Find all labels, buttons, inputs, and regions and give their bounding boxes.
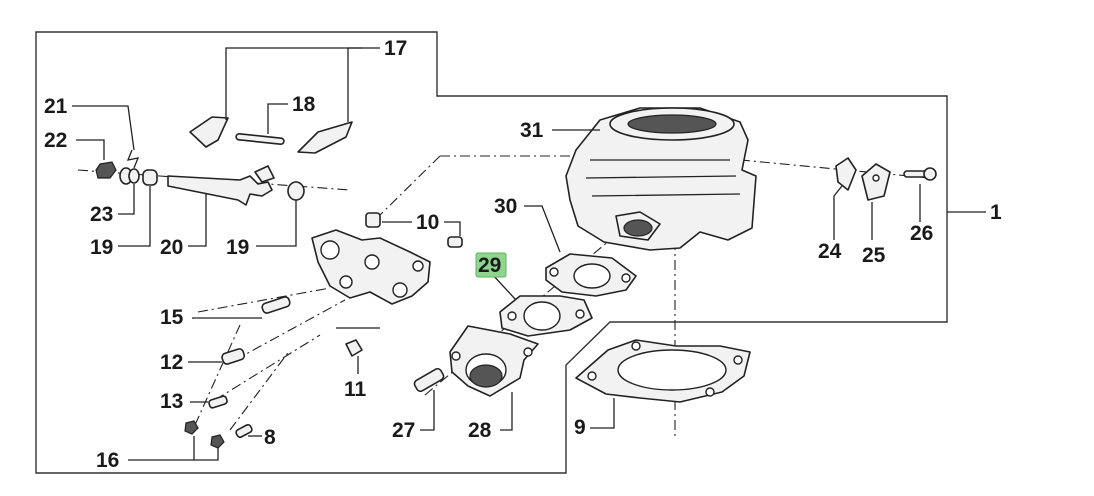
callout-19-left: 19 [90, 236, 113, 259]
assembly-outline [35, 31, 948, 474]
callout-30: 30 [494, 195, 517, 218]
callout-28: 28 [468, 419, 492, 442]
callout-labels: 1 8 9 10 11 12 13 15 16 17 18 19 19 20 2… [44, 37, 1002, 472]
leader-lines [72, 47, 986, 461]
callout-25: 25 [862, 244, 886, 267]
callout-23: 23 [90, 203, 113, 226]
part-21-22-23-hardware [95, 149, 158, 186]
part-9-base-gasket [575, 339, 751, 403]
callout-26: 26 [910, 222, 933, 245]
callout-29: 29 [478, 254, 501, 277]
part-30-gasket [545, 253, 637, 297]
part-24-25-26-hardware [835, 157, 937, 201]
callout-18: 18 [292, 93, 316, 116]
callout-17: 17 [384, 37, 407, 60]
callout-22: 22 [44, 129, 67, 152]
carburetor-body [311, 212, 463, 357]
callout-15: 15 [160, 306, 184, 329]
callout-27: 27 [392, 419, 415, 442]
callout-31: 31 [520, 119, 544, 142]
callout-11: 11 [344, 378, 367, 401]
part-20-shaft [167, 165, 305, 206]
callout-29-highlight [475, 252, 507, 278]
part-28-flange [449, 325, 539, 397]
callout-8: 8 [264, 426, 276, 449]
part-17-plates [189, 116, 353, 154]
callout-13: 13 [160, 390, 183, 413]
callout-19-right: 19 [226, 236, 249, 259]
part-29-gasket [499, 295, 593, 337]
callout-24: 24 [818, 240, 842, 263]
callout-12: 12 [160, 351, 183, 374]
fasteners [184, 296, 445, 449]
callout-1: 1 [990, 201, 1002, 224]
callout-21: 21 [44, 95, 68, 118]
part-31-cylinder [565, 107, 757, 251]
part-18-pin [235, 133, 285, 145]
callout-20: 20 [160, 236, 183, 259]
callout-9: 9 [574, 416, 586, 439]
callout-10: 10 [416, 211, 439, 234]
callout-16: 16 [96, 449, 119, 472]
